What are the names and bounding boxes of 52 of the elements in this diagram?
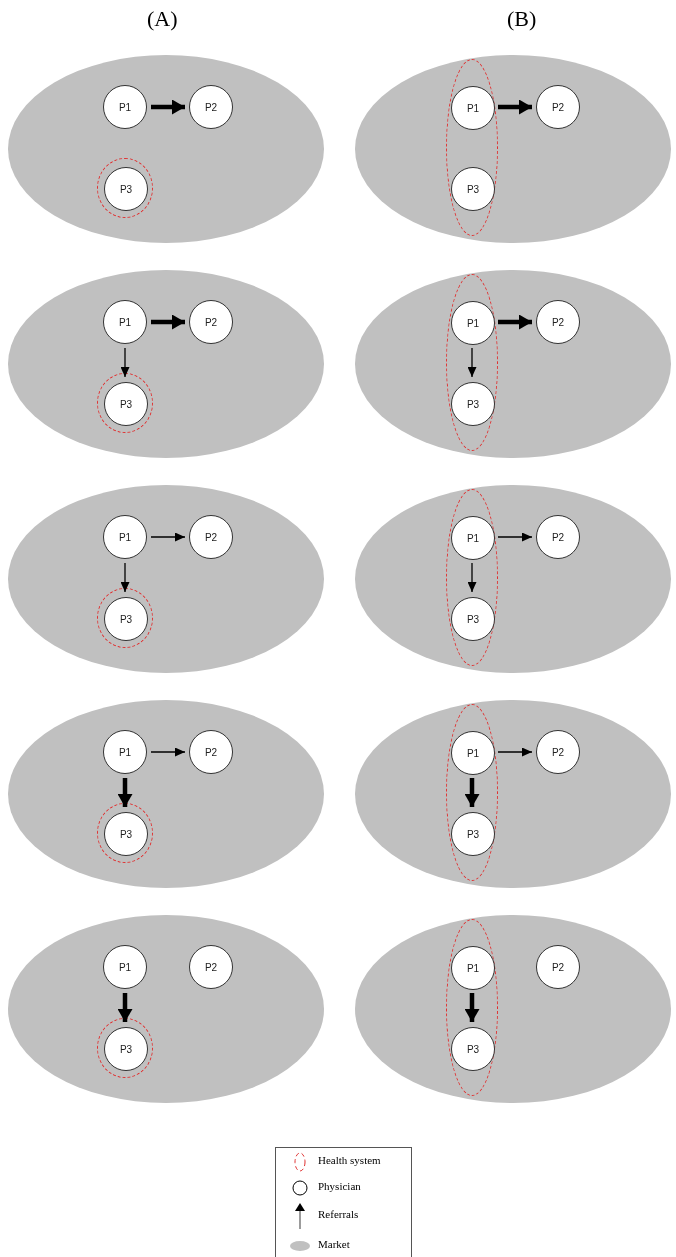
physician-circle: P3 bbox=[104, 167, 148, 211]
arrow bbox=[498, 314, 532, 330]
legend-text: Market bbox=[318, 1238, 350, 1250]
physician-circle: P2 bbox=[536, 515, 580, 559]
physician-circle: P1 bbox=[103, 730, 147, 774]
physician-circle: P2 bbox=[189, 515, 233, 559]
physician-circle: P2 bbox=[536, 85, 580, 129]
physician-circle: P2 bbox=[189, 730, 233, 774]
physician-circle: P2 bbox=[536, 945, 580, 989]
physician-circle: P3 bbox=[451, 812, 495, 856]
arrow bbox=[117, 993, 133, 1022]
physician-circle: P3 bbox=[451, 1027, 495, 1071]
physician-circle: P3 bbox=[451, 167, 495, 211]
physician-circle: P3 bbox=[104, 597, 148, 641]
physician-circle: P2 bbox=[189, 85, 233, 129]
arrow bbox=[150, 747, 186, 757]
arrow bbox=[497, 532, 533, 542]
legend-text: Referrals bbox=[318, 1208, 359, 1220]
arrow bbox=[464, 778, 480, 807]
physician-circle: P1 bbox=[103, 515, 147, 559]
physician-circle: P2 bbox=[536, 300, 580, 344]
panel-label: (B) bbox=[507, 6, 537, 32]
arrow bbox=[117, 778, 133, 807]
physician-circle: P1 bbox=[103, 945, 147, 989]
physician-circle: P1 bbox=[451, 516, 495, 560]
physician-circle: P1 bbox=[103, 85, 147, 129]
physician-circle: P1 bbox=[451, 946, 495, 990]
physician-circle: P2 bbox=[189, 945, 233, 989]
arrow bbox=[464, 993, 480, 1022]
arrow bbox=[120, 347, 130, 378]
physician-circle: P3 bbox=[104, 812, 148, 856]
arrow bbox=[497, 747, 533, 757]
legend-text: Physician bbox=[318, 1180, 361, 1192]
arrow bbox=[467, 347, 477, 378]
physician-circle: P3 bbox=[451, 382, 495, 426]
arrow bbox=[151, 314, 185, 330]
arrow bbox=[467, 562, 477, 593]
physician-circle: P3 bbox=[451, 597, 495, 641]
physician-circle: P2 bbox=[189, 300, 233, 344]
arrow bbox=[498, 99, 532, 115]
arrow bbox=[120, 562, 130, 593]
arrow bbox=[151, 99, 185, 115]
panel-label: (A) bbox=[147, 6, 178, 32]
physician-circle: P3 bbox=[104, 382, 148, 426]
legend-text: Health system bbox=[318, 1154, 381, 1166]
physician-circle: P3 bbox=[104, 1027, 148, 1071]
physician-circle: P1 bbox=[103, 300, 147, 344]
arrow bbox=[150, 532, 186, 542]
physician-circle: P1 bbox=[451, 301, 495, 345]
physician-circle: P1 bbox=[451, 731, 495, 775]
physician-circle: P1 bbox=[451, 86, 495, 130]
physician-circle: P2 bbox=[536, 730, 580, 774]
